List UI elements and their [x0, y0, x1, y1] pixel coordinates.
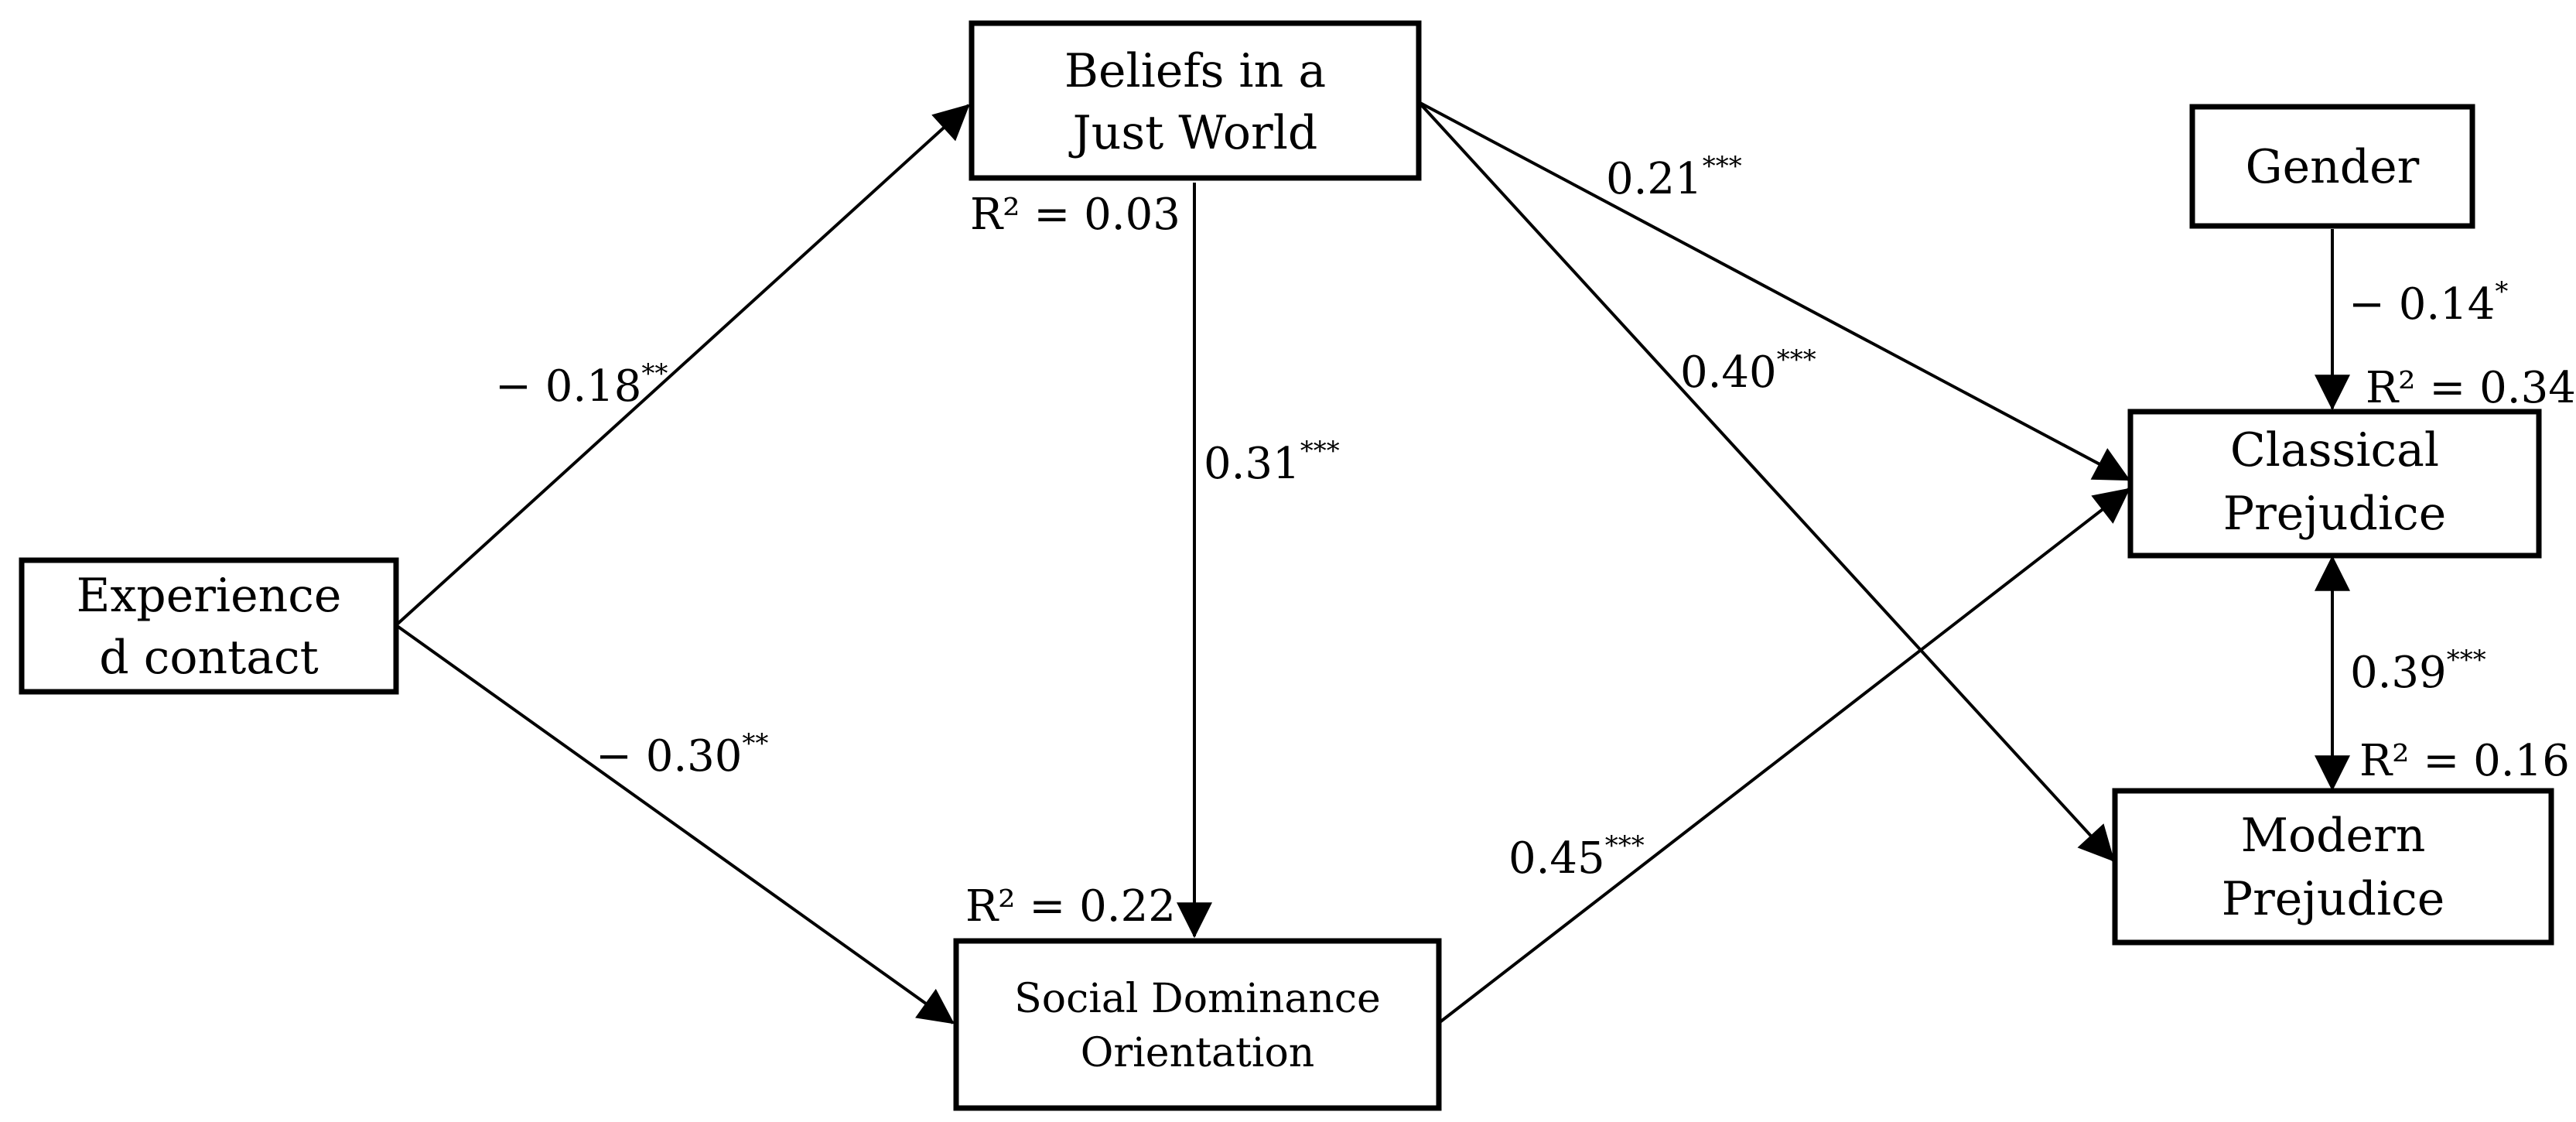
node-social-dominance-line2: Orientation	[1081, 1030, 1315, 1076]
node-social-dominance-line1: Social Dominance	[1014, 976, 1381, 1022]
path-contact-to-social-dominance	[395, 624, 955, 1025]
path-beliefs-to-classical-prejudice	[1418, 101, 2131, 481]
node-beliefs-just-world: Beliefs in a Just World	[969, 20, 1422, 181]
node-modern-prejudice: Modern Prejudice	[2112, 788, 2554, 946]
coef-beliefs-to-classical: 0.21***	[1606, 151, 1742, 204]
node-social-dominance: Social Dominance Orientation	[953, 938, 1442, 1111]
node-modern-prejudice-line2: Prejudice	[2222, 872, 2445, 926]
r2-classical-prejudice: R² = 0.34	[2366, 363, 2576, 413]
node-classical-prejudice: Classical Prejudice	[2127, 409, 2542, 559]
coef-contact-to-beliefs: − 0.18**	[495, 358, 668, 412]
node-modern-prejudice-line1: Modern	[2241, 809, 2426, 863]
r2-modern-prejudice: R² = 0.16	[2359, 736, 2570, 786]
node-classical-prejudice-line1: Classical	[2230, 423, 2439, 477]
coef-social-dominance-to-classical: 0.45***	[1508, 830, 1645, 884]
node-experienced-contact-line2: d contact	[99, 631, 318, 685]
r2-beliefs-just-world: R² = 0.03	[970, 190, 1180, 240]
r2-social-dominance: R² = 0.22	[965, 881, 1176, 932]
node-gender-label: Gender	[2246, 140, 2420, 194]
node-experienced-contact: Experience d contact	[19, 557, 399, 695]
coef-contact-to-social-dominance: − 0.30**	[596, 728, 768, 782]
path-social-dominance-to-classical-prejudice	[1437, 487, 2130, 1025]
path-contact-to-beliefs-just-world	[395, 104, 970, 627]
coef-gender-to-classical: − 0.14*	[2349, 276, 2508, 330]
path-beliefs-to-modern-prejudice	[1417, 101, 2115, 862]
node-classical-prejudice-line2: Prejudice	[2223, 487, 2447, 541]
coef-classical-modern: 0.39***	[2350, 645, 2486, 698]
coef-beliefs-to-modern: 0.40***	[1680, 344, 1816, 398]
node-experienced-contact-line1: Experience	[77, 569, 342, 623]
node-beliefs-just-world-line2: Just World	[1068, 106, 1318, 160]
coef-beliefs-to-social-dominance: 0.31***	[1204, 436, 1340, 489]
node-gender: Gender	[2189, 104, 2475, 229]
node-beliefs-just-world-line1: Beliefs in a	[1064, 44, 1326, 98]
